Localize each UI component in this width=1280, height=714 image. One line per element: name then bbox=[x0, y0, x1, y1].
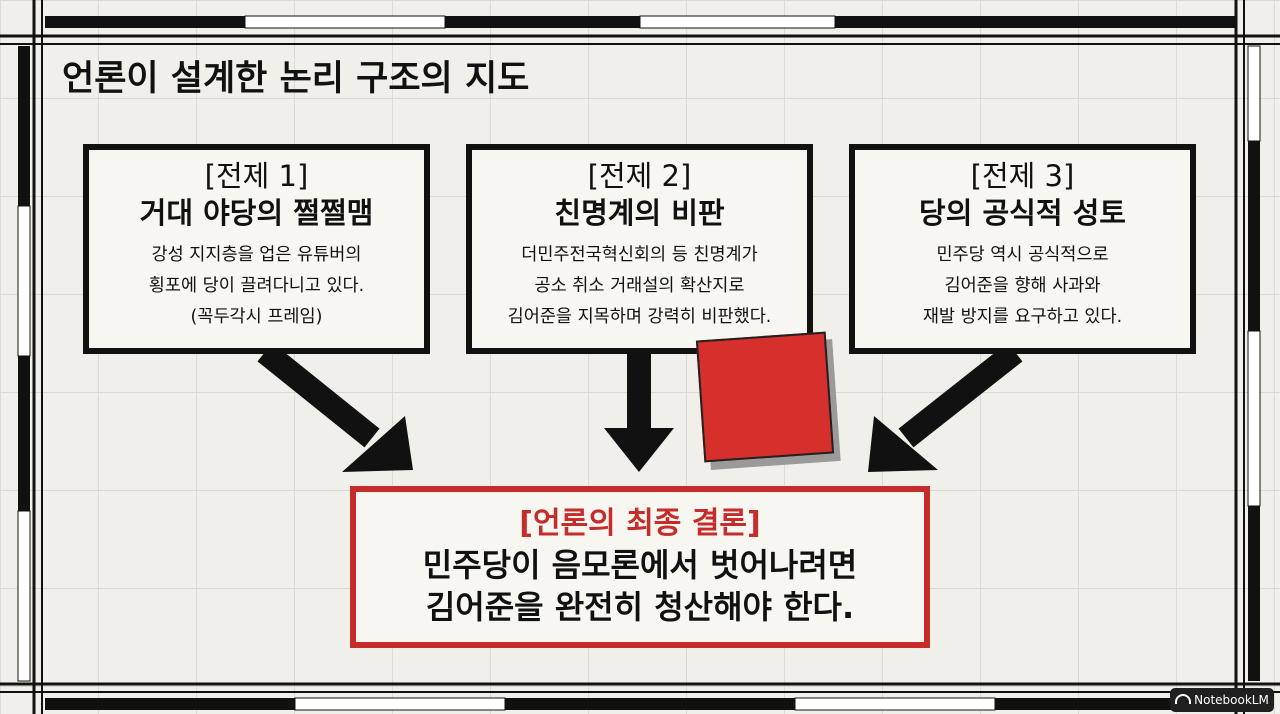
premise-body: 더민주전국혁신회의 등 친명계가 공소 취소 거래설의 확산지로 김어준을 지목… bbox=[507, 245, 772, 327]
premise-body: 강성 지지층을 업은 유튜버의 횡포에 당이 끌려다니고 있다. (꼭두각시 프… bbox=[148, 245, 365, 327]
premise-heading: 거대 야당의 쩔쩔맴 bbox=[139, 196, 374, 230]
arrow-premise-3 bbox=[868, 342, 1023, 472]
premise-body: 민주당 역시 공식적으로 김어준을 향해 사과와 재발 방지를 요구하고 있다. bbox=[922, 245, 1123, 327]
premise-box-3: [전제 3] 당의 공식적 성토 민주당 역시 공식적으로 김어준을 향해 사과… bbox=[849, 144, 1196, 354]
conclusion-text: 민주당이 음모론에서 벗어나려면 김어준을 완전히 청산해야 한다. bbox=[422, 546, 858, 626]
red-sticky-note bbox=[695, 331, 835, 463]
premise-box-2: [전제 2] 친명계의 비판 더민주전국혁신회의 등 친명계가 공소 취소 거래… bbox=[466, 144, 813, 354]
premise-heading: 당의 공식적 성토 bbox=[919, 196, 1126, 230]
page-title: 언론이 설계한 논리 구조의 지도 bbox=[62, 59, 530, 99]
conclusion-box: [언론의 최종 결론] 민주당이 음모론에서 벗어나려면 김어준을 완전히 청산… bbox=[350, 486, 930, 648]
premise-label: [전제 2] bbox=[587, 159, 692, 193]
badge-text: NotebookLM bbox=[1194, 693, 1269, 707]
premise-heading: 친명계의 비판 bbox=[554, 196, 725, 230]
notebooklm-badge: NotebookLM bbox=[1170, 688, 1274, 712]
conclusion-label: [언론의 최종 결론] bbox=[519, 506, 761, 541]
notebooklm-icon bbox=[1175, 694, 1192, 704]
premise-label: [전제 1] bbox=[204, 159, 309, 193]
premise-box-1: [전제 1] 거대 야당의 쩔쩔맴 강성 지지층을 업은 유튜버의 횡포에 당이… bbox=[83, 144, 430, 354]
premise-label: [전제 3] bbox=[970, 159, 1075, 193]
arrow-premise-1 bbox=[257, 342, 413, 472]
arrow-premise-2 bbox=[604, 352, 674, 472]
